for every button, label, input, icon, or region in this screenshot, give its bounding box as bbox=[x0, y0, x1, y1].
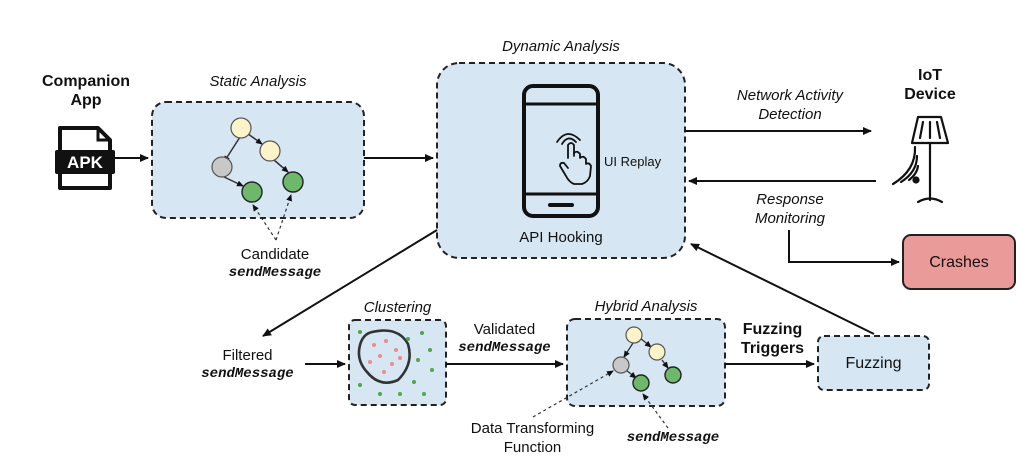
static-call-graph bbox=[211, 117, 304, 241]
graph-node bbox=[612, 356, 630, 374]
crashes-box bbox=[902, 234, 1016, 290]
graph-node bbox=[625, 326, 643, 344]
iot-device-title-line2: Device bbox=[904, 86, 956, 103]
tap-hand-icon bbox=[556, 133, 592, 185]
ui-replay-label: UI Replay bbox=[604, 154, 662, 169]
dynamic-analysis-title: Dynamic Analysis bbox=[502, 38, 620, 55]
graph-node bbox=[259, 140, 281, 162]
graph-node bbox=[282, 171, 304, 193]
hybrid-analysis-box bbox=[566, 318, 726, 407]
response-monitoring-label: Response Monitoring bbox=[725, 190, 855, 228]
hybrid-analysis-title: Hybrid Analysis bbox=[594, 298, 698, 315]
companion-app-title-line1: Companion bbox=[42, 73, 130, 90]
data-transforming-label: Data Transforming Function bbox=[450, 419, 615, 457]
graph-node bbox=[241, 181, 263, 203]
flow-arrows bbox=[113, 127, 900, 368]
network-activity-line1: Network Activity bbox=[736, 87, 844, 104]
static-analysis-title: Static Analysis bbox=[209, 73, 307, 90]
dynamic-analysis-box bbox=[436, 62, 686, 259]
candidate-label-line1: Candidate bbox=[240, 246, 310, 263]
companion-app-title: Companion App bbox=[36, 72, 136, 110]
fuzzing-box bbox=[817, 335, 930, 391]
graph-node bbox=[230, 117, 252, 139]
fuzzing-triggers-line1: Fuzzing bbox=[742, 321, 803, 338]
candidate-label: Candidate sendMessage bbox=[205, 245, 345, 283]
smartphone-icon bbox=[522, 84, 600, 218]
iot-lamp-icon bbox=[891, 115, 950, 204]
graph-node bbox=[632, 374, 650, 392]
arrow-response-to-crashes bbox=[788, 230, 900, 266]
iot-device-title: IoT Device bbox=[900, 66, 960, 104]
fuzzing-triggers-label: Fuzzing Triggers bbox=[735, 320, 810, 358]
clustering-title: Clustering bbox=[363, 299, 432, 316]
filtered-label-line1: Filtered bbox=[222, 347, 273, 364]
clustering-box bbox=[348, 319, 447, 406]
arrow-fuzzing-to-dynamic bbox=[690, 243, 875, 335]
data-transforming-line2: Function bbox=[503, 439, 562, 456]
response-monitoring-line2: Monitoring bbox=[754, 210, 826, 227]
iot-device-title-line1: IoT bbox=[918, 67, 942, 84]
hybrid-call-graph bbox=[612, 326, 682, 392]
validated-label: Validated sendMessage bbox=[446, 320, 563, 358]
hybrid-sendmessage-label: sendMessage bbox=[626, 430, 720, 446]
graph-node bbox=[664, 366, 682, 384]
fuzzing-triggers-line2: Triggers bbox=[740, 340, 805, 357]
fuzzing-label: Fuzzing bbox=[845, 355, 902, 372]
graph-node bbox=[648, 343, 666, 361]
static-analysis-box bbox=[151, 101, 365, 219]
filtered-label-line2: sendMessage bbox=[201, 366, 294, 382]
api-hooking-label: API Hooking bbox=[519, 229, 603, 246]
arrow-dynamic-to-filtered bbox=[262, 229, 438, 337]
apk-file-label: APK bbox=[67, 153, 103, 172]
network-activity-label: Network Activity Detection bbox=[715, 86, 865, 124]
graph-node bbox=[211, 156, 233, 178]
validated-label-line1: Validated bbox=[473, 321, 536, 338]
response-monitoring-line1: Response bbox=[756, 191, 824, 208]
send-message-pointer bbox=[642, 393, 669, 429]
crashes-label: Crashes bbox=[929, 254, 989, 271]
apk-file-icon bbox=[55, 126, 115, 190]
validated-label-line2: sendMessage bbox=[458, 340, 551, 356]
filtered-label: Filtered sendMessage bbox=[190, 346, 305, 384]
candidate-label-line2: sendMessage bbox=[228, 265, 322, 281]
network-activity-line2: Detection bbox=[758, 106, 822, 123]
data-transforming-line1: Data Transforming bbox=[470, 420, 595, 437]
companion-app-title-line2: App bbox=[70, 92, 102, 109]
cluster-blob bbox=[357, 329, 434, 396]
